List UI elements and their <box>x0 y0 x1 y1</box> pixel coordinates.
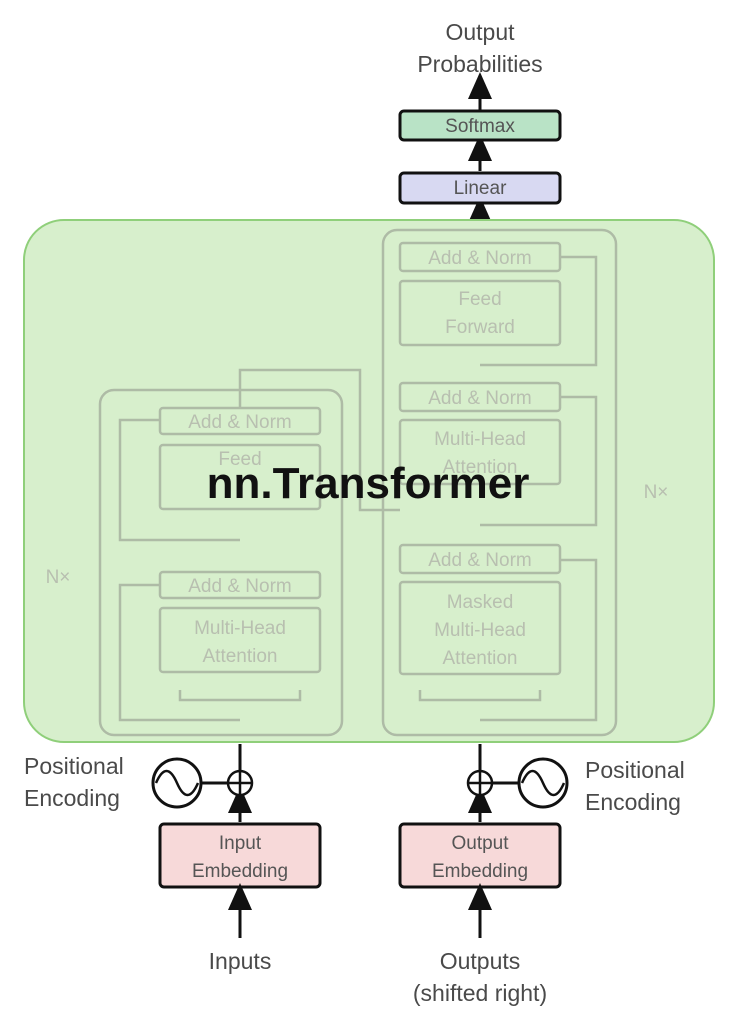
right-positional-line2: Encoding <box>585 789 681 815</box>
encoder-add-norm-1-label: Add & Norm <box>188 412 291 433</box>
decoder-residual-top <box>480 255 598 367</box>
right-sine-curve <box>520 769 566 797</box>
encoder-add-norm-2-label: Add & Norm <box>188 576 291 597</box>
decoder-masked-attention <box>398 580 562 676</box>
softmax-label: Softmax <box>445 116 515 137</box>
encoder-attn-inputs <box>178 690 302 702</box>
decoder-residual-mid <box>480 395 598 527</box>
linear-box <box>398 171 562 205</box>
linear-label: Linear <box>454 178 507 199</box>
output-probabilities-line2: Probabilities <box>417 51 542 77</box>
decoder-ff-line1: Feed <box>458 289 501 310</box>
encoder-residual-2 <box>118 583 240 722</box>
encoder-mha-line1: Multi-Head <box>194 618 286 639</box>
decoder-add-norm-top-label: Add & Norm <box>428 248 531 269</box>
output-probabilities-line1: Output <box>445 19 515 45</box>
transformer-title: nn.Transformer <box>207 459 530 508</box>
encoder-residual-1 <box>118 418 240 542</box>
decoder-masked-line2: Multi-Head <box>434 620 526 641</box>
outputs-line2: (shifted right) <box>413 980 547 1006</box>
right-positional-line1: Positional <box>585 757 685 783</box>
encoder-repeat-label: N× <box>46 567 71 588</box>
encoder-to-decoder <box>238 368 400 512</box>
faint-architecture <box>98 228 618 737</box>
softmax-box <box>398 109 562 142</box>
encoder-feed-label: Feed <box>218 449 261 470</box>
encoder-block <box>98 388 344 737</box>
decoder-masked-line1: Masked <box>447 592 514 613</box>
encoder-multi-head <box>158 606 322 674</box>
decoder-masked-line3: Attention <box>443 648 518 669</box>
decoder-residual-low <box>480 558 598 722</box>
left-sine-curve <box>154 769 200 797</box>
right-plus-glyph <box>468 771 492 795</box>
decoder-block <box>381 228 618 737</box>
decoder-repeat-label: N× <box>644 482 669 503</box>
output-embedding-line2: Embedding <box>432 861 528 882</box>
encoder-mha-line2: Attention <box>203 646 278 667</box>
left-positional-line1: Positional <box>24 753 124 779</box>
left-positional-line2: Encoding <box>24 785 120 811</box>
decoder-add-norm-mid-label: Add & Norm <box>428 388 531 409</box>
decoder-attn-inputs <box>418 690 542 702</box>
decoder-mha-line1: Multi-Head <box>434 429 526 450</box>
output-embedding-line1: Output <box>451 833 509 854</box>
left-plus-glyph <box>228 771 252 795</box>
inputs-label: Inputs <box>209 948 272 974</box>
decoder-mha-line2: Attention <box>443 457 518 478</box>
decoder-multi-head <box>398 418 562 486</box>
outputs-line1: Outputs <box>440 948 521 974</box>
decoder-add-norm-low-label: Add & Norm <box>428 550 531 571</box>
input-embedding-line2: Embedding <box>192 861 288 882</box>
transformer-overlay <box>23 219 715 743</box>
input-embedding-line1: Input <box>219 833 262 854</box>
decoder-feed-forward <box>398 279 562 347</box>
encoder-feed-forward <box>158 443 322 511</box>
decoder-ff-line2: Forward <box>445 317 515 338</box>
